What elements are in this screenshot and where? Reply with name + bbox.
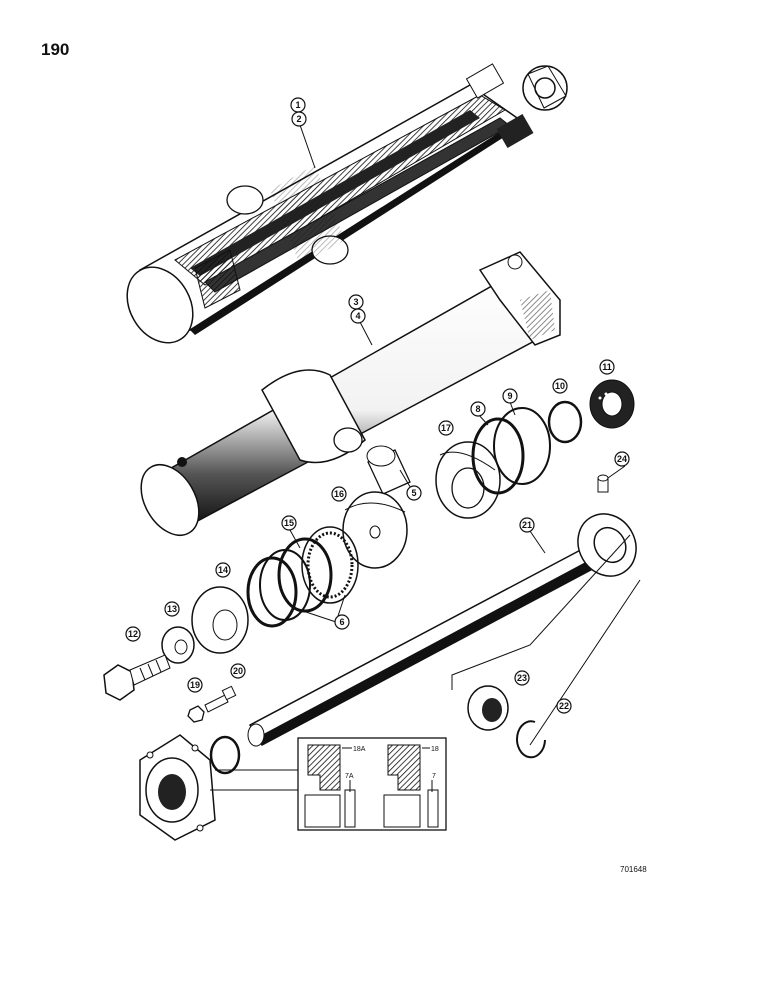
callout-14: 14 — [215, 562, 231, 578]
inset-label-18: 18 — [431, 746, 439, 753]
part-18-gland — [139, 734, 216, 841]
svg-text:17: 17 — [441, 423, 451, 433]
part-13-washer — [161, 626, 195, 664]
svg-text:23: 23 — [517, 673, 527, 683]
callout-15: 15 — [281, 515, 297, 531]
svg-text:6: 6 — [339, 617, 344, 627]
part-16-piston — [342, 491, 408, 569]
callout-23: 23 — [514, 670, 530, 686]
svg-text:24: 24 — [617, 454, 627, 464]
svg-text:10: 10 — [555, 381, 565, 391]
callout-11: 11 — [599, 359, 615, 375]
callout-16: 16 — [331, 486, 347, 502]
part-23-bearing — [467, 685, 509, 731]
section-inset-box — [210, 737, 447, 831]
part-12-bolt — [103, 654, 171, 701]
callout-13: 13 — [164, 601, 180, 617]
part-11-seal — [589, 379, 635, 429]
part-7-seal — [209, 735, 241, 775]
inset-label-7a: 7A — [345, 773, 354, 780]
part-24-grease-fitting — [597, 474, 609, 493]
callout-8: 8 — [470, 401, 486, 417]
callout-22: 22 — [556, 698, 572, 714]
svg-text:4: 4 — [355, 311, 360, 321]
callout-19: 19 — [187, 677, 203, 693]
part-10-ring — [547, 400, 583, 444]
callout-24: 24 — [614, 451, 630, 467]
svg-text:21: 21 — [522, 520, 532, 530]
part-14-plate — [191, 586, 249, 654]
callout-20: 20 — [230, 663, 246, 679]
svg-text:20: 20 — [233, 666, 243, 676]
part-19-nut — [187, 705, 205, 723]
callout-1: 1 — [290, 97, 306, 113]
inset-label-18a: 18A — [353, 746, 366, 753]
svg-text:16: 16 — [334, 489, 344, 499]
svg-text:22: 22 — [559, 701, 569, 711]
svg-text:11: 11 — [602, 362, 612, 372]
callout-12: 12 — [125, 626, 141, 642]
callout-4: 4 — [350, 308, 366, 324]
drawing-code: 701648 — [620, 865, 647, 874]
inset-label-7: 7 — [432, 773, 436, 780]
page-number: 190 — [41, 40, 70, 59]
cylinder-assembly-cutaway — [126, 63, 568, 344]
svg-text:1: 1 — [295, 100, 300, 110]
callout-10: 10 — [552, 378, 568, 394]
callout-9: 9 — [502, 388, 518, 404]
callout-6: 6 — [334, 614, 350, 630]
part-22-snap-ring — [516, 720, 546, 759]
svg-text:8: 8 — [475, 404, 480, 414]
callout-17: 17 — [438, 420, 454, 436]
part-8-o-ring — [471, 417, 525, 495]
svg-text:15: 15 — [284, 518, 294, 528]
svg-text:9: 9 — [507, 391, 512, 401]
part-17-gland — [435, 441, 501, 519]
svg-text:13: 13 — [167, 604, 177, 614]
part-21-piston-rod — [247, 513, 637, 747]
callout-21: 21 — [519, 517, 535, 533]
svg-text:12: 12 — [128, 629, 138, 639]
svg-text:2: 2 — [296, 114, 301, 124]
svg-text:19: 19 — [190, 680, 200, 690]
callouts: 1 2 3 4 5 6 8 9 10 11 12 13 14 15 16 17 … — [125, 97, 630, 714]
svg-text:3: 3 — [353, 297, 358, 307]
callout-2: 2 — [291, 111, 307, 127]
part-5-bushing — [366, 445, 411, 495]
callout-5: 5 — [406, 485, 422, 501]
cylinder-barrel — [140, 251, 561, 536]
part-9-backup-ring — [493, 407, 551, 485]
part-15-piston-rings — [246, 526, 359, 628]
svg-text:14: 14 — [218, 565, 228, 575]
part-20-screw — [204, 685, 237, 713]
svg-text:5: 5 — [411, 488, 416, 498]
callout-3: 3 — [348, 294, 364, 310]
